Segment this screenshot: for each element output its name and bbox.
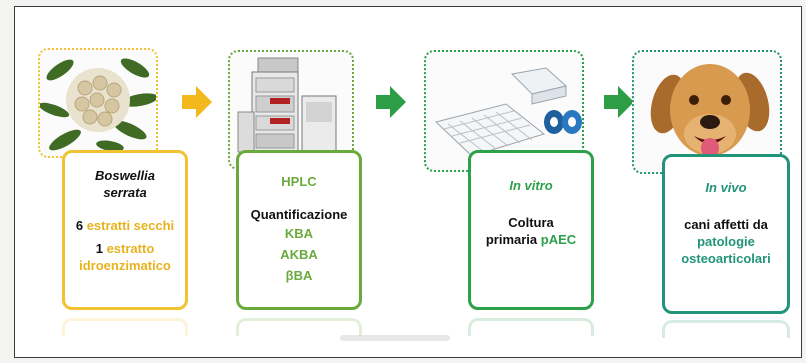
boswellia-card: Boswellia serrata 6 estratti secchi 1 es… [62,150,188,310]
in-vivo-title: In vivo [705,180,747,195]
dry-extracts-label: estratti secchi [86,218,175,233]
compound-akba: AKBA [280,247,318,262]
in-vivo-card: In vivo cani affetti da patologie osteoa… [662,154,790,314]
arrow-right-icon [604,86,634,118]
boswellia-card-reflection [62,318,188,336]
in-vitro-card-reflection [468,318,594,336]
boswellia-title-line1: Boswellia [95,168,155,183]
hplc-card: HPLC Quantificazione KBA AKBA βBA [236,150,362,310]
floor-shadow [340,335,450,341]
in-vitro-card: In vitro Coltura primaria pAEC [468,150,594,310]
plant-leaves-and-resin-icon [40,58,156,152]
quantification-label: Quantificazione [250,207,348,222]
boswellia-title-line2: serrata [103,185,147,200]
in-vitro-title: In vitro [509,178,553,193]
pathologies-label: patologie [697,234,755,249]
dry-extracts-count: 6 [75,218,84,233]
culture-cell-type: pAEC [540,232,577,247]
hydroenzymatic-label: estratto [106,241,155,256]
osteoarticular-label: osteoarticolari [681,251,771,266]
arrow-right-icon [182,86,212,118]
hplc-instrument-icon [237,57,337,153]
dog-head-icon [650,64,770,158]
boswellia-image-box [38,48,158,158]
hydroenzymatic-count: 1 [95,241,103,256]
in-vivo-image-box [632,50,782,174]
in-vivo-card-reflection [662,320,790,338]
compound-kba: KBA [284,226,314,241]
hplc-title: HPLC [281,174,317,189]
culture-label-line1: Coltura [508,215,554,230]
cell-culture-plates-icon [434,67,582,157]
arrow-right-icon [376,86,406,118]
culture-label-primary: primaria [485,232,538,247]
hydroenzymatic-label-2: idroenzimatico [79,258,171,273]
compound-bba: βBA [285,268,313,283]
dogs-affected-label: cani affetti da [684,217,768,232]
hplc-card-reflection [236,318,362,336]
